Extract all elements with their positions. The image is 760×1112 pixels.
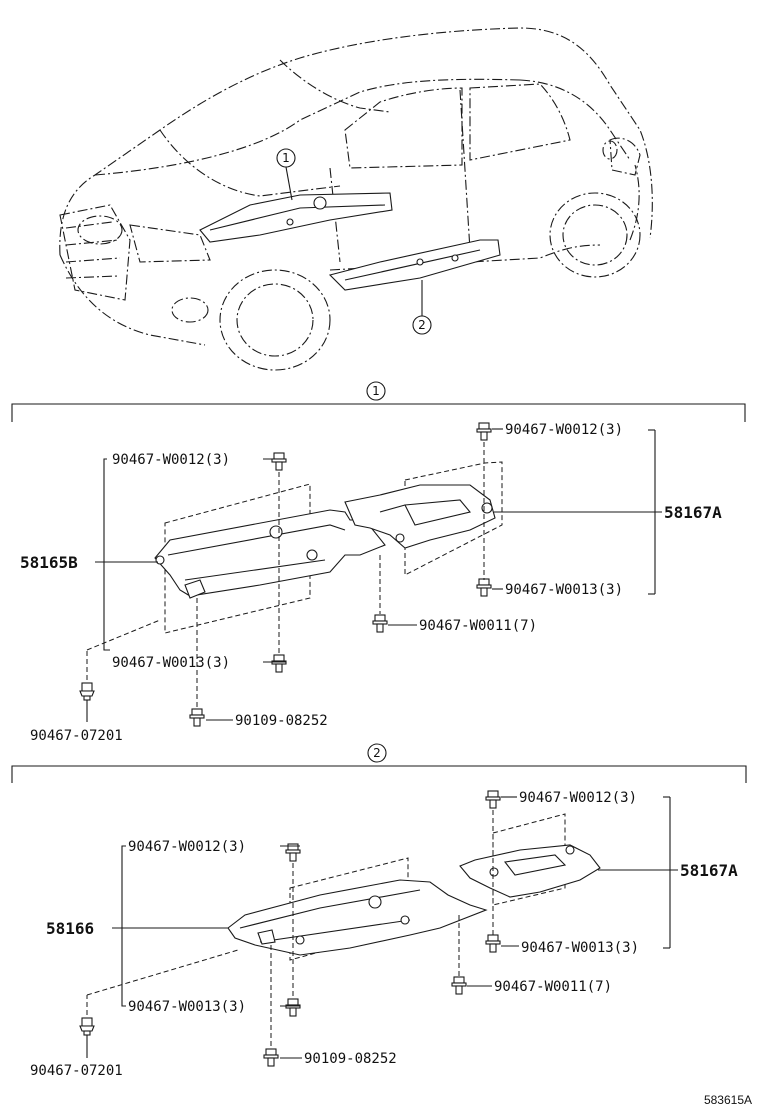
label-90467-w0011: 90467-W0011(7)	[419, 618, 537, 634]
section-2-bracket	[11, 765, 747, 783]
label-90467-07201: 90467-07201	[30, 1063, 123, 1079]
undercover-58165b	[154, 483, 386, 634]
overview-callout-1: 1	[276, 148, 296, 201]
svg-text:2: 2	[418, 318, 426, 332]
label-90467-w0013-left: 90467-W0013(3)	[128, 999, 246, 1015]
clip-90467-07201-icon	[79, 682, 95, 701]
label-90467-w0012-right: 90467-W0012(3)	[519, 790, 637, 806]
undercover-58167a	[344, 461, 503, 576]
label-90467-w0011: 90467-W0011(7)	[494, 979, 612, 995]
section-2-callout-label: 2	[373, 746, 381, 760]
label-90467-w0012-left: 90467-W0012(3)	[128, 839, 246, 855]
section-1-callout-label: 1	[372, 384, 380, 398]
label-90109-08252: 90109-08252	[304, 1051, 397, 1067]
label-90467-w0013-right: 90467-W0013(3)	[505, 582, 623, 598]
bolt-90467-w0012-icon	[485, 790, 501, 809]
label-90467-07201: 90467-07201	[30, 728, 123, 744]
section-1: 1	[11, 381, 746, 744]
bolt-90467-w0012-icon	[476, 422, 492, 441]
bolt-90467-w0011-icon	[451, 976, 467, 995]
undercover-58167a-2	[459, 813, 601, 906]
car-overview	[59, 27, 653, 371]
section-1-callout	[366, 381, 386, 401]
section-2-callout	[367, 743, 387, 763]
bolt-90467-w0013-icon	[271, 654, 287, 673]
svg-text:1: 1	[282, 151, 290, 165]
bolt-90467-w0012-icon	[271, 452, 287, 471]
bolt-90109-08252-icon	[189, 708, 205, 727]
label-58166: 58166	[46, 919, 94, 938]
bolt-90109-08252-icon	[263, 1048, 279, 1067]
bolt-90467-w0013-icon	[485, 934, 501, 953]
section-2: 2	[11, 743, 747, 1079]
overview-callout-2: 2	[412, 280, 432, 335]
label-90467-w0013-right: 90467-W0013(3)	[521, 940, 639, 956]
illustration-reference-code: 583615A	[704, 1093, 752, 1107]
label-90467-w0012-right: 90467-W0012(3)	[505, 422, 623, 438]
label-58167a: 58167A	[664, 503, 722, 522]
label-90467-w0013-left: 90467-W0013(3)	[112, 655, 230, 671]
undercover-58166	[227, 857, 488, 961]
label-90467-w0012-left: 90467-W0012(3)	[112, 452, 230, 468]
bolt-90467-w0013-icon	[285, 998, 301, 1017]
label-90109-08252: 90109-08252	[235, 713, 328, 729]
label-58167a: 58167A	[680, 861, 738, 880]
clip-90467-07201-icon	[79, 1017, 95, 1036]
bolt-90467-w0011-icon	[372, 614, 388, 633]
section-1-bracket	[11, 403, 746, 422]
bolt-90467-w0013-icon	[476, 578, 492, 597]
label-58165b: 58165B	[20, 553, 78, 572]
